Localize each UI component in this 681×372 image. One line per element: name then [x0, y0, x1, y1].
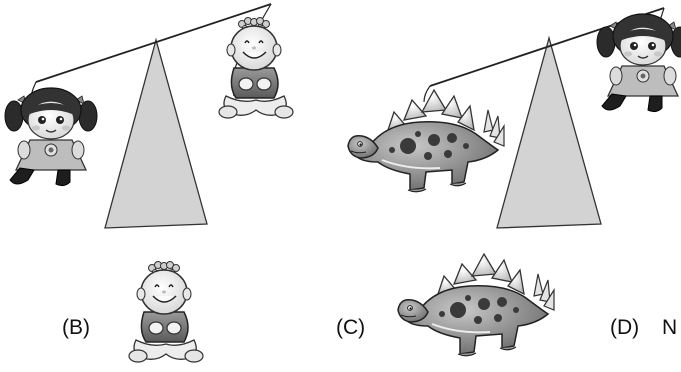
- left-fulcrum: [104, 37, 208, 229]
- left-balance: [4, 3, 294, 229]
- doll-figure-right-pan: [596, 13, 681, 113]
- baby-figure-right-pan: [218, 16, 294, 119]
- option-b-baby-figure: [128, 260, 204, 363]
- option-c-dinosaur-figure: [397, 253, 555, 357]
- option-b-label: (B): [62, 316, 90, 339]
- dino-hanging-cord: [423, 85, 431, 103]
- option-d-text: N: [662, 316, 678, 339]
- option-d-label: (D): [610, 316, 640, 339]
- left-beam: [35, 3, 272, 83]
- dinosaur-figure-left-pan: [347, 89, 505, 193]
- right-balance: [347, 7, 681, 229]
- right-fulcrum: [496, 35, 602, 229]
- doll-figure-left-pan: [4, 87, 98, 187]
- option-c-label: (C): [336, 316, 366, 339]
